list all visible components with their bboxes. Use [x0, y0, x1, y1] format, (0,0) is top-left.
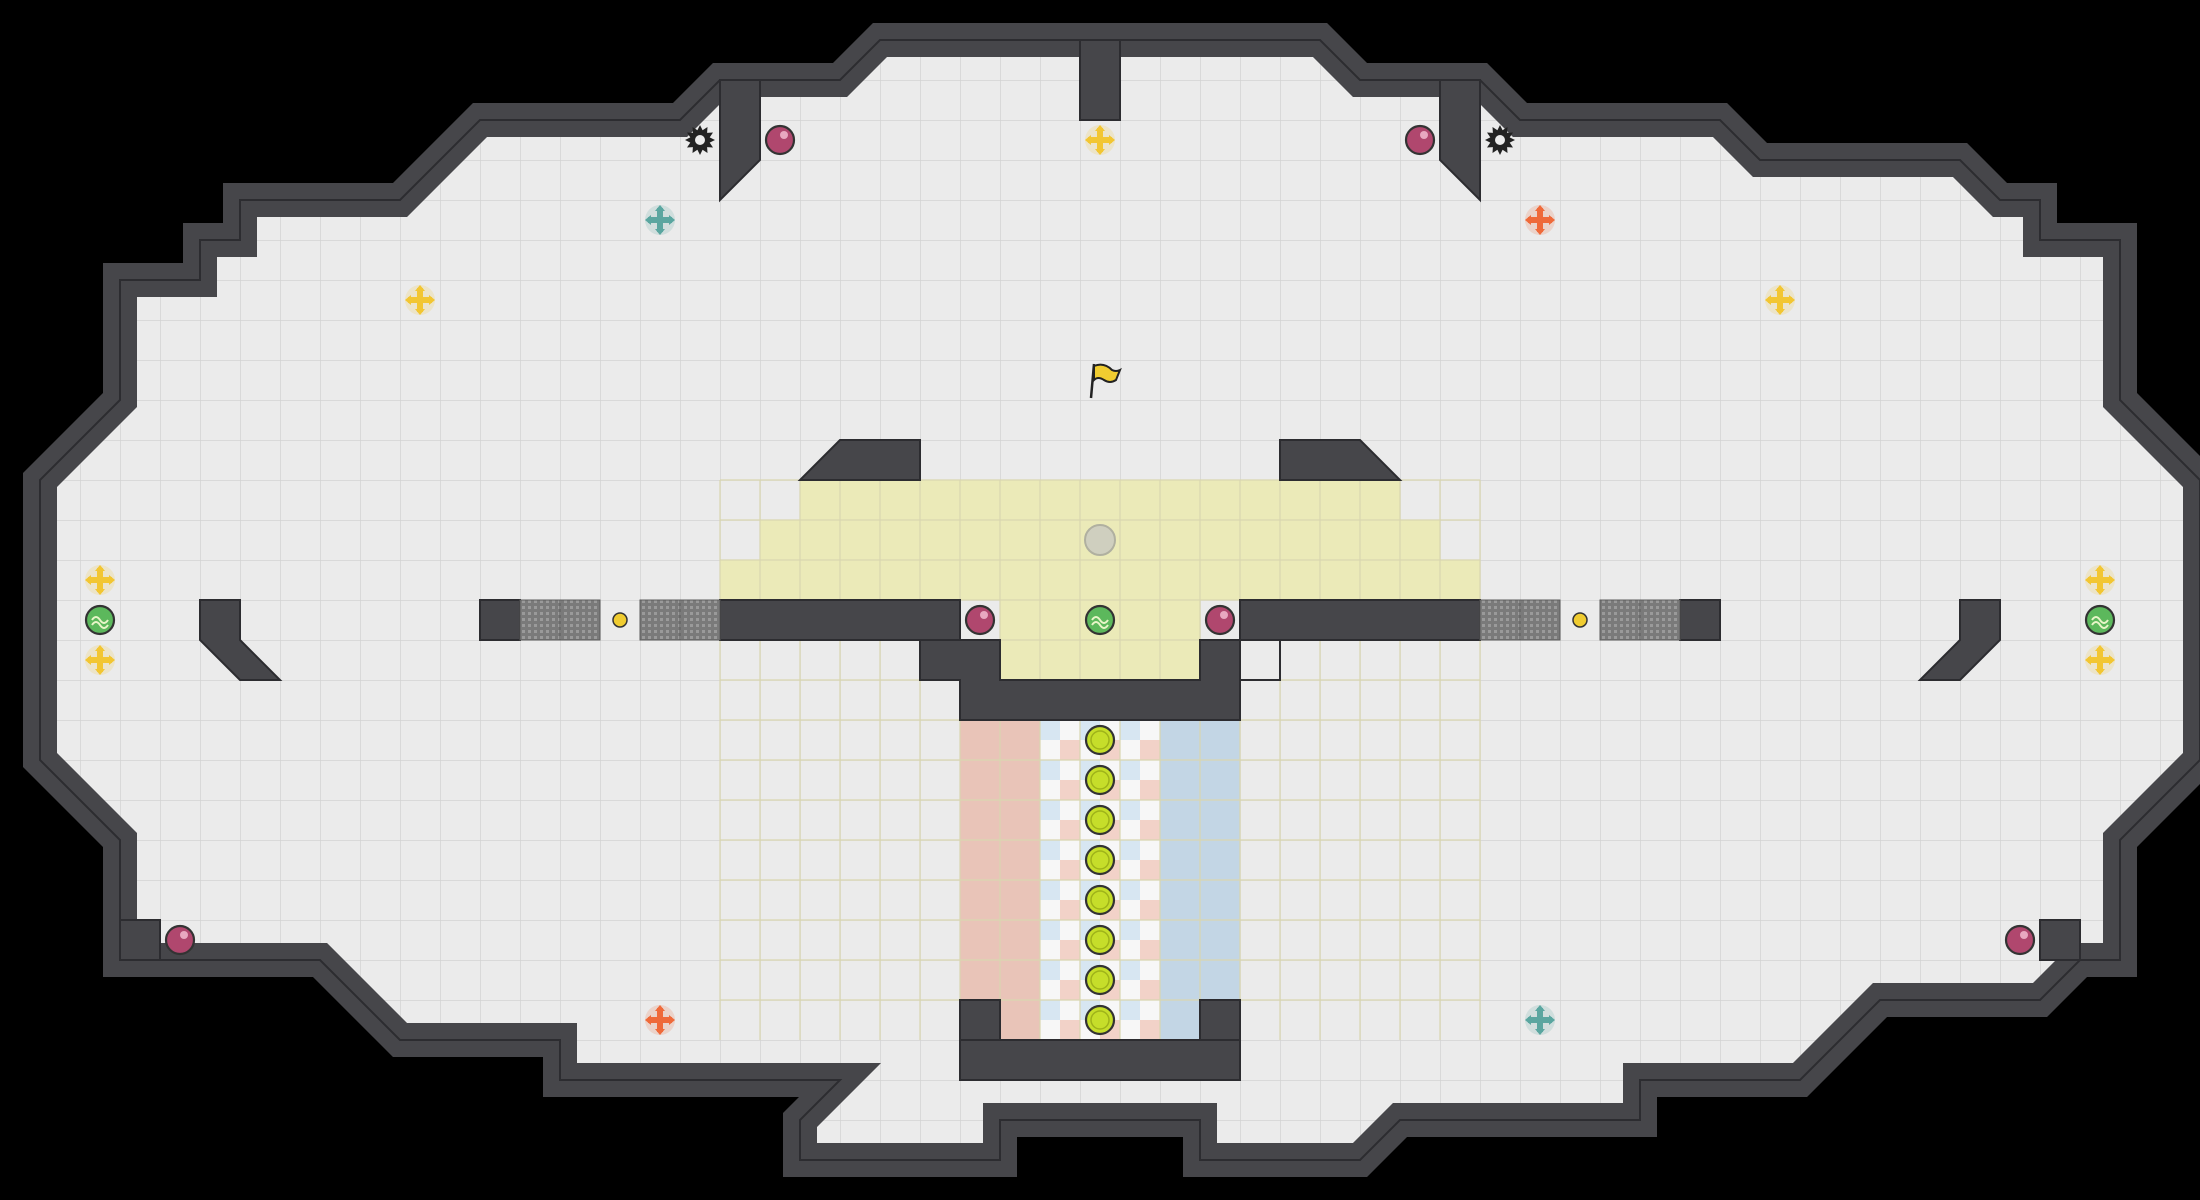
boost-teal-icon[interactable] [1525, 1005, 1555, 1035]
bomb-icon[interactable] [764, 124, 796, 156]
wall-left-deflector [199, 599, 283, 681]
bomb-icon[interactable] [1404, 124, 1436, 156]
coin-icon[interactable] [1084, 804, 1116, 836]
grate-tile [1639, 599, 1681, 641]
boost-red-icon[interactable] [645, 1005, 675, 1035]
spawn-circle-icon [1084, 524, 1116, 556]
boost-red-icon[interactable] [1525, 205, 1555, 235]
coin-icon[interactable] [1084, 1004, 1116, 1036]
wall-left-post [479, 599, 521, 641]
wall-right-deflector [1917, 599, 2001, 681]
coin-icon[interactable] [1084, 924, 1116, 956]
wall-right-post [1679, 599, 1721, 641]
wall-ramp-right [1279, 439, 1403, 481]
bomb-icon[interactable] [2004, 924, 2036, 956]
flag-icon[interactable] [1089, 363, 1122, 399]
boost-yellow-icon[interactable] [1085, 125, 1115, 155]
boost-yellow-icon[interactable] [85, 645, 115, 675]
wall-spawn-floor [959, 1039, 1241, 1081]
start-zone-tile-row [1000, 640, 1200, 680]
map-items [84, 124, 2116, 1036]
portal-icon[interactable] [84, 604, 116, 636]
grate-tiles [519, 599, 1681, 641]
grate-tile [679, 599, 721, 641]
button-icon[interactable] [1572, 612, 1588, 628]
coin-icon[interactable] [1084, 964, 1116, 996]
wall-top-right-flap [1439, 79, 1481, 203]
grate-tile [1479, 599, 1521, 641]
coin-icon[interactable] [1084, 724, 1116, 756]
grate-tile [519, 599, 561, 641]
coin-icon[interactable] [1084, 844, 1116, 876]
wall-top-left-flap [719, 79, 761, 203]
boost-yellow-icon[interactable] [1765, 285, 1795, 315]
bomb-icon[interactable] [164, 924, 196, 956]
start-zone-tile-row [720, 560, 1480, 600]
outer-wall [23, 23, 2200, 1177]
grate-tile [639, 599, 681, 641]
coin-icon[interactable] [1084, 764, 1116, 796]
interior-walls [119, 39, 2081, 1081]
spike-icon [1485, 125, 1515, 155]
start-zone-tile-row [800, 480, 1400, 520]
boost-yellow-icon[interactable] [2085, 645, 2115, 675]
wall-ramp-left [797, 439, 921, 481]
spike-icon [685, 125, 715, 155]
grate-tile [559, 599, 601, 641]
boost-teal-icon[interactable] [645, 205, 675, 235]
button-icon[interactable] [612, 612, 628, 628]
wall-bottom-right-jog [2039, 919, 2081, 961]
boost-yellow-icon[interactable] [405, 285, 435, 315]
boost-yellow-icon[interactable] [2085, 565, 2115, 595]
portal-icon[interactable] [1084, 604, 1116, 636]
boost-yellow-icon[interactable] [85, 565, 115, 595]
portal-icon[interactable] [2084, 604, 2116, 636]
bomb-icon[interactable] [964, 604, 996, 636]
wall-center-basin [919, 639, 1241, 721]
coin-icon[interactable] [1084, 884, 1116, 916]
wall-bottom-left-jog [119, 919, 161, 961]
bomb-icon[interactable] [1204, 604, 1236, 636]
wall-top-notch [1079, 39, 1121, 121]
grate-tile [1519, 599, 1561, 641]
grate-tile [1599, 599, 1641, 641]
